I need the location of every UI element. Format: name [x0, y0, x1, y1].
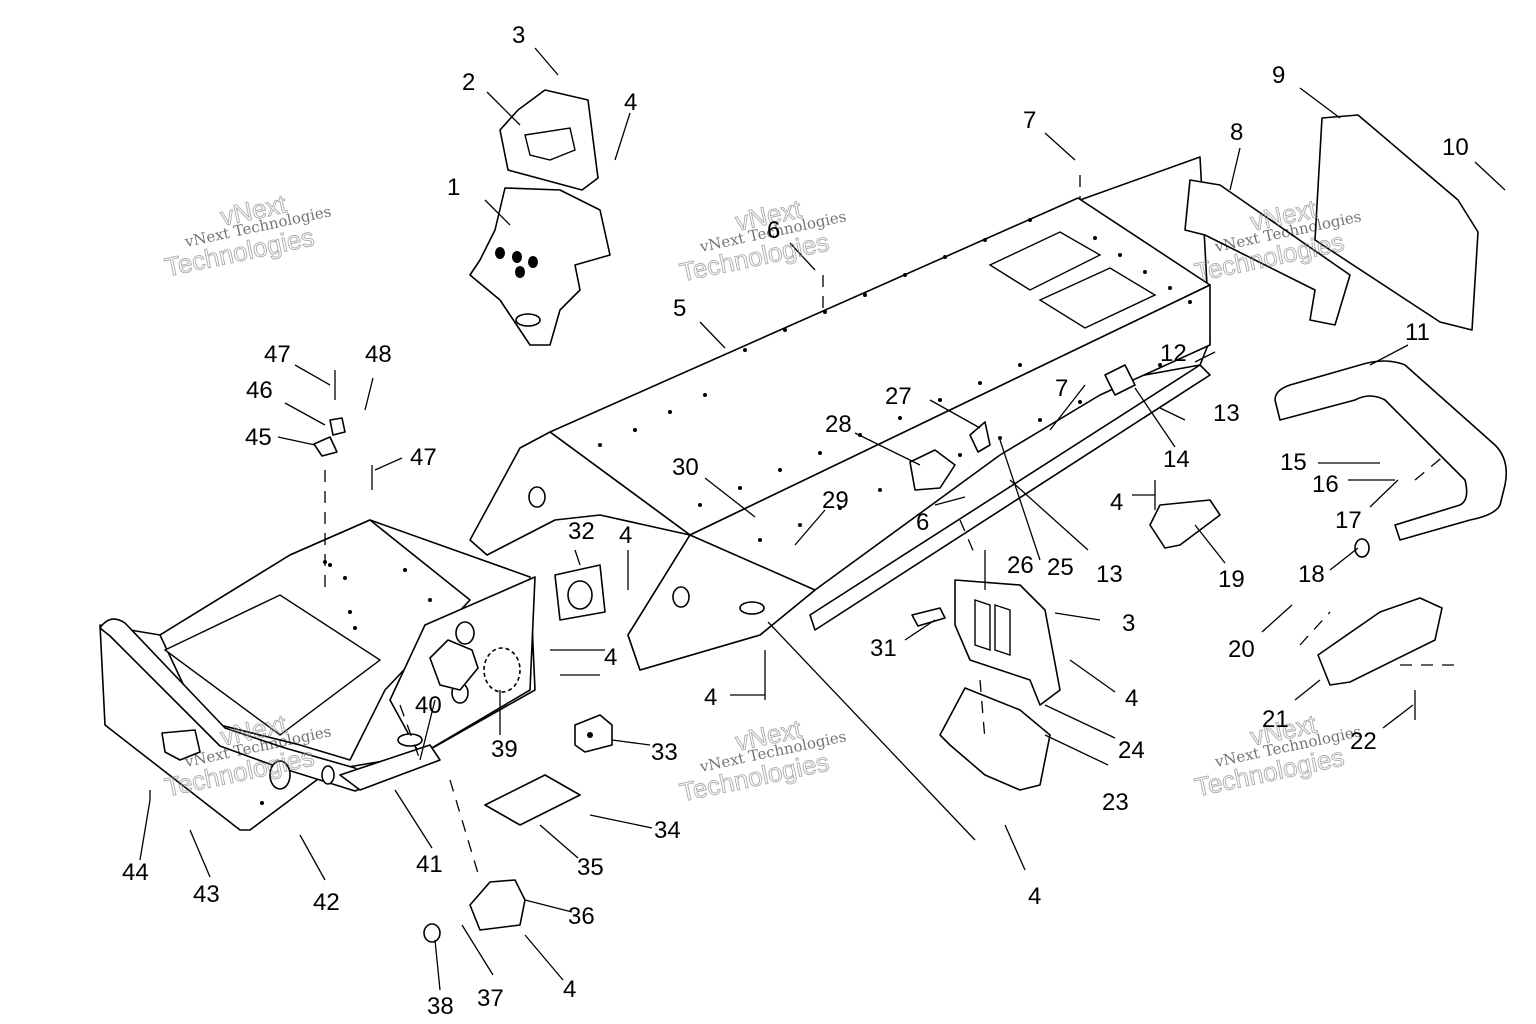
callout-6: 6	[767, 217, 780, 244]
callout-26: 26	[1007, 552, 1034, 579]
plate-32	[554, 564, 606, 621]
callout-17: 17	[1335, 507, 1362, 534]
clamp-45-46	[313, 417, 346, 457]
callout-47: 47	[264, 341, 291, 368]
rear-bumper	[1274, 360, 1508, 541]
callout-45: 45	[245, 424, 272, 451]
plate-27	[969, 421, 991, 453]
callout-4: 4	[704, 684, 717, 711]
callout-38: 38	[427, 993, 454, 1020]
callout-41: 41	[416, 851, 443, 878]
callout-7: 7	[1055, 375, 1068, 402]
rear-flap-bracket	[1184, 179, 1351, 326]
callout-37: 37	[477, 985, 504, 1012]
callout-48: 48	[365, 341, 392, 368]
callout-43: 43	[193, 881, 220, 908]
callout-19: 19	[1218, 566, 1245, 593]
callout-8: 8	[1230, 119, 1243, 146]
plate-36	[469, 879, 526, 931]
foot-step-plate	[1149, 499, 1221, 549]
bumper-end-cap	[1317, 597, 1443, 686]
callout-12: 12	[1160, 340, 1187, 367]
callout-25: 25	[1047, 554, 1074, 581]
callout-18: 18	[1298, 561, 1325, 588]
callout-22: 22	[1350, 728, 1377, 755]
callout-47: 47	[410, 444, 437, 471]
callout-4: 4	[1110, 489, 1123, 516]
cover-39	[483, 647, 521, 693]
callout-3: 3	[1122, 610, 1135, 637]
callout-42: 42	[313, 889, 340, 916]
plate-14	[1104, 364, 1136, 396]
callout-labels: 1 2 3 3 4 4 4 4 4 4 4 4 4 5 6 6 7 7 8 9 …	[122, 22, 1469, 1020]
callout-32: 32	[568, 518, 595, 545]
leader-lines	[139, 47, 1506, 991]
callout-36: 36	[568, 903, 595, 930]
steering-bracket-1	[469, 187, 611, 346]
callout-15: 15	[1280, 449, 1307, 476]
callout-27: 27	[885, 383, 912, 410]
callout-14: 14	[1163, 446, 1190, 473]
plate-28	[909, 449, 956, 491]
block-33	[574, 714, 613, 753]
callout-21: 21	[1262, 706, 1289, 733]
callout-13: 13	[1213, 400, 1240, 427]
mount-bracket-23	[939, 687, 1051, 791]
callout-23: 23	[1102, 789, 1129, 816]
callout-24: 24	[1118, 737, 1145, 764]
callout-10: 10	[1442, 134, 1469, 161]
plate-40	[429, 639, 479, 691]
steering-bracket-2	[499, 89, 599, 191]
callout-16: 16	[1312, 471, 1339, 498]
callout-7: 7	[1023, 107, 1036, 134]
bulkhead-belly-pan	[99, 519, 536, 831]
angle-35	[484, 774, 581, 826]
callout-30: 30	[672, 454, 699, 481]
callout-4: 4	[619, 522, 632, 549]
callout-20: 20	[1228, 636, 1255, 663]
callout-13: 13	[1096, 561, 1123, 588]
callout-11: 11	[1405, 319, 1430, 346]
callout-5: 5	[673, 295, 686, 322]
callout-2: 2	[462, 69, 475, 96]
callout-40: 40	[415, 692, 442, 719]
callout-9: 9	[1272, 62, 1285, 89]
callout-6: 6	[916, 509, 929, 536]
callout-29: 29	[822, 487, 849, 514]
hand-grip-end	[1354, 538, 1370, 558]
callout-46: 46	[246, 377, 273, 404]
callout-4: 4	[563, 976, 576, 1003]
callout-4: 4	[1125, 685, 1138, 712]
callout-31: 31	[870, 635, 897, 662]
callout-4: 4	[1028, 883, 1041, 910]
bracket-31	[911, 607, 946, 627]
callout-44: 44	[122, 859, 149, 886]
callout-28: 28	[825, 411, 852, 438]
snow-flap	[1314, 114, 1479, 331]
callout-35: 35	[577, 854, 604, 881]
mount-bracket-24	[954, 579, 1061, 706]
callout-39: 39	[491, 736, 518, 763]
callout-33: 33	[651, 739, 678, 766]
callout-4: 4	[624, 89, 637, 116]
callout-1: 1	[447, 174, 460, 201]
callout-34: 34	[654, 817, 681, 844]
grommet-38	[423, 923, 441, 943]
callout-4: 4	[604, 644, 617, 671]
callout-3: 3	[512, 22, 525, 49]
